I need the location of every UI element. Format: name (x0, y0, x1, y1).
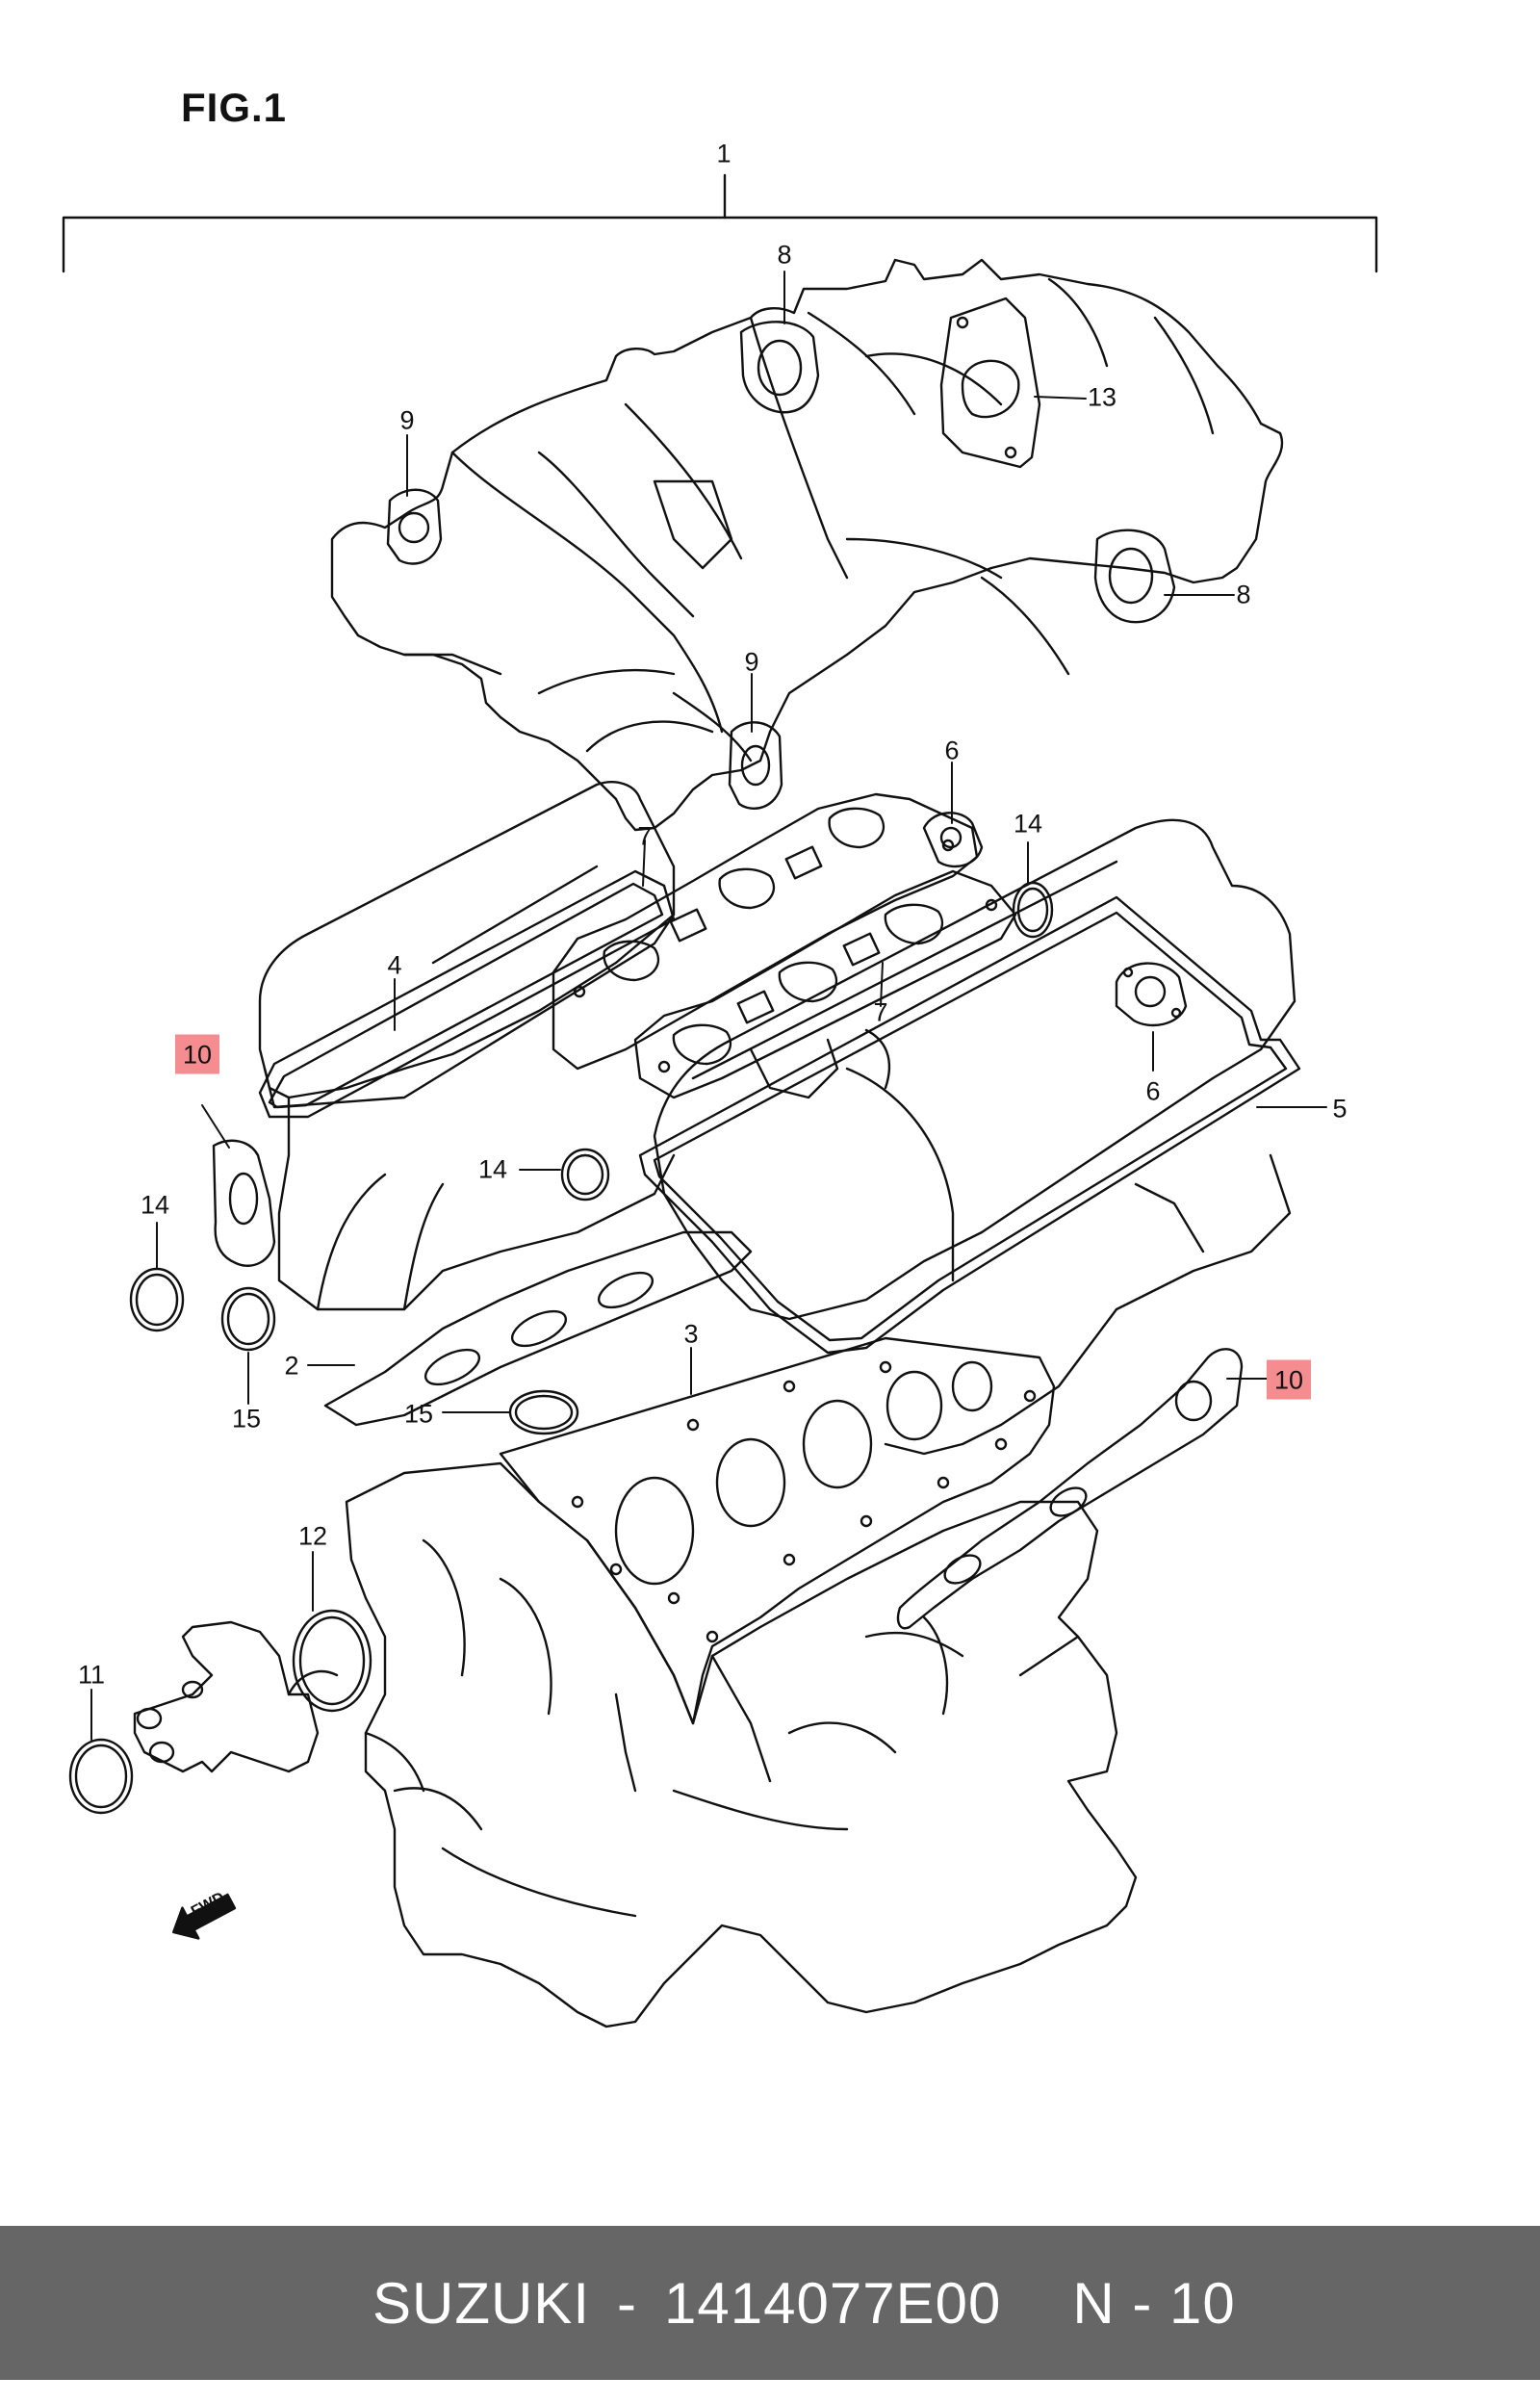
o-ring-15-middle (510, 1391, 578, 1434)
footer-brand: SUZUKI (372, 2270, 590, 2336)
callout-7-upper: 7 (637, 821, 653, 851)
callout-15-middle: 15 (403, 1399, 434, 1429)
footer-part-number: 1414077E00 (663, 2270, 1002, 2336)
o-ring-14-upper (1014, 883, 1052, 937)
flange-gasket-9-lower (730, 722, 782, 809)
fwd-arrow-icon (166, 1886, 240, 1948)
callout-14-left: 14 (140, 1190, 170, 1220)
callout-6-upper: 6 (944, 736, 960, 765)
callout-15-left: 15 (231, 1404, 262, 1434)
o-ring-12 (294, 1611, 371, 1711)
callout-9-upper: 9 (399, 405, 415, 435)
head-cover-gasket-5 (640, 897, 1299, 1353)
callout-10-right: 10 (1266, 1359, 1312, 1400)
head-gasket-3 (500, 1338, 1054, 1723)
callout-13: 13 (1087, 382, 1117, 412)
callout-4: 4 (387, 950, 402, 980)
throttle-body-gasket-13 (941, 298, 1040, 467)
callout-8-upper: 8 (777, 240, 792, 270)
footer-bar: SUZUKI-1414077E00 N - 10 (0, 2226, 1540, 2380)
callout-5: 5 (1332, 1094, 1348, 1124)
flange-gasket-8-upper (741, 322, 818, 412)
o-ring-14-middle (562, 1150, 608, 1200)
o-ring-14-left (131, 1269, 183, 1331)
exploded-view-drawing (0, 0, 1540, 2224)
callout-9-lower: 9 (744, 647, 759, 677)
callout-7-lower: 7 (873, 997, 888, 1027)
flange-gasket-8-lower (1095, 530, 1174, 623)
head-cover-gasket-4 (260, 871, 674, 1117)
o-ring-15-left (222, 1288, 274, 1350)
callout-11: 11 (77, 1660, 106, 1690)
head-gasket-2 (325, 1232, 751, 1425)
callout-1: 1 (716, 139, 732, 168)
parts-diagram: FIG.1 (0, 0, 1540, 2224)
exhaust-gasket-10-left (214, 1141, 274, 1266)
head-cover-left (260, 782, 674, 1309)
figure-title: FIG.1 (181, 85, 288, 130)
footer-ref: N - 10 (1072, 2270, 1236, 2336)
callout-2: 2 (284, 1351, 299, 1381)
o-ring-11 (70, 1740, 132, 1813)
assembly-bracket (64, 175, 1376, 271)
manifold-gasket-7-lower (635, 871, 1015, 1098)
footer-separator: - (617, 2270, 637, 2336)
water-pump (135, 1622, 337, 1771)
exhaust-gasket-10-right (898, 1349, 1242, 1628)
gasket-6-lower (1116, 964, 1186, 1025)
gasket-6-upper (924, 813, 982, 866)
intake-manifold (332, 260, 1282, 830)
callout-14-upper: 14 (1013, 809, 1043, 839)
callout-14-middle: 14 (477, 1154, 508, 1184)
callout-6-lower: 6 (1145, 1076, 1161, 1106)
leader-lines (91, 271, 1326, 1740)
head-cover-right (654, 820, 1295, 1454)
engine-block (346, 1463, 1136, 2027)
footer-caption: SUZUKI-1414077E00 N - 10 (291, 2204, 1248, 2403)
manifold-gasket-7-upper (553, 794, 977, 1069)
callout-3: 3 (683, 1319, 699, 1349)
callout-8-lower: 8 (1236, 580, 1251, 609)
callout-12: 12 (297, 1521, 328, 1551)
callout-10-left: 10 (174, 1034, 220, 1074)
